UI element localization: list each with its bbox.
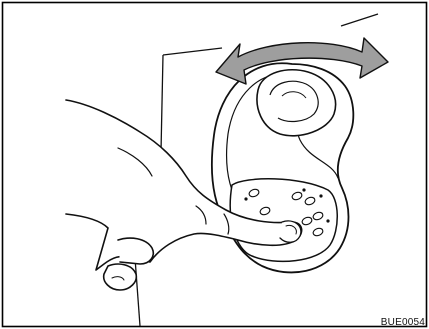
dot	[326, 219, 329, 222]
figure-code: BUE0054	[381, 317, 425, 328]
dot	[302, 188, 305, 191]
mirror-adjust-knob	[257, 70, 336, 136]
dot	[319, 194, 322, 197]
dot	[244, 197, 247, 200]
